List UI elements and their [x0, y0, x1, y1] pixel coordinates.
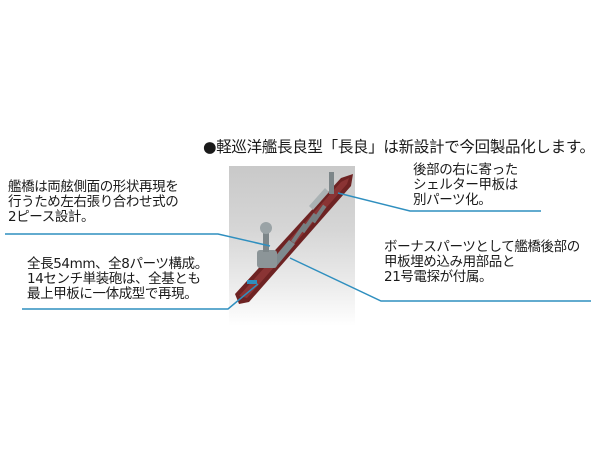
callout-bridge-line-3: 2ピース設計。: [8, 209, 95, 225]
ship-model-photo: [229, 166, 355, 326]
headline: ●軽巡洋艦長良型「長良」は新設計で今回製品化します。: [203, 138, 595, 156]
callout-shelter: 後部の右に寄った シェルター甲板は 別パーツ化。: [413, 163, 518, 208]
callout-bridge: 艦橋は両舷側面の形状再現を 行うため左右張り合わせ式の 2ピース設計。: [8, 179, 179, 225]
callout-shelter-line-2: シェルター甲板は: [413, 177, 518, 193]
callout-bridge-line-2: 行うため左右張り合わせ式の: [8, 194, 179, 210]
callout-bonus-line-1: ボーナスパーツとして艦橋後部の: [384, 239, 580, 255]
leader-line-bonus: [289, 257, 591, 302]
callout-bridge-line-1: 艦橋は両舷側面の形状再現を: [8, 179, 179, 195]
callout-hull: 全長54mm、全8パーツ構成。 14センチ単装砲は、全基とも 最上甲板に一体成型…: [27, 257, 208, 302]
callout-bonus-line-2: 甲板埋め込み用部品と: [384, 254, 515, 270]
callout-bonus-line-3: 21号電探が付属。: [384, 269, 493, 285]
callout-hull-line-1: 全長54mm、全8パーツ構成。: [27, 256, 208, 272]
ship-model-icon: [235, 172, 353, 304]
leader-line-shelter: [337, 192, 541, 212]
callout-hull-line-2: 14センチ単装砲は、全基とも: [27, 271, 201, 287]
callout-bonus: ボーナスパーツとして艦橋後部の 甲板埋め込み用部品と 21号電探が付属。: [384, 240, 580, 285]
leader-line-bridge: [5, 233, 271, 247]
callout-shelter-line-3: 別パーツ化。: [413, 192, 492, 208]
leader-line-hull: [22, 283, 259, 310]
callout-shelter-line-1: 後部の右に寄った: [413, 162, 518, 178]
callout-hull-line-3: 最上甲板に一体成型で再現。: [27, 286, 198, 302]
